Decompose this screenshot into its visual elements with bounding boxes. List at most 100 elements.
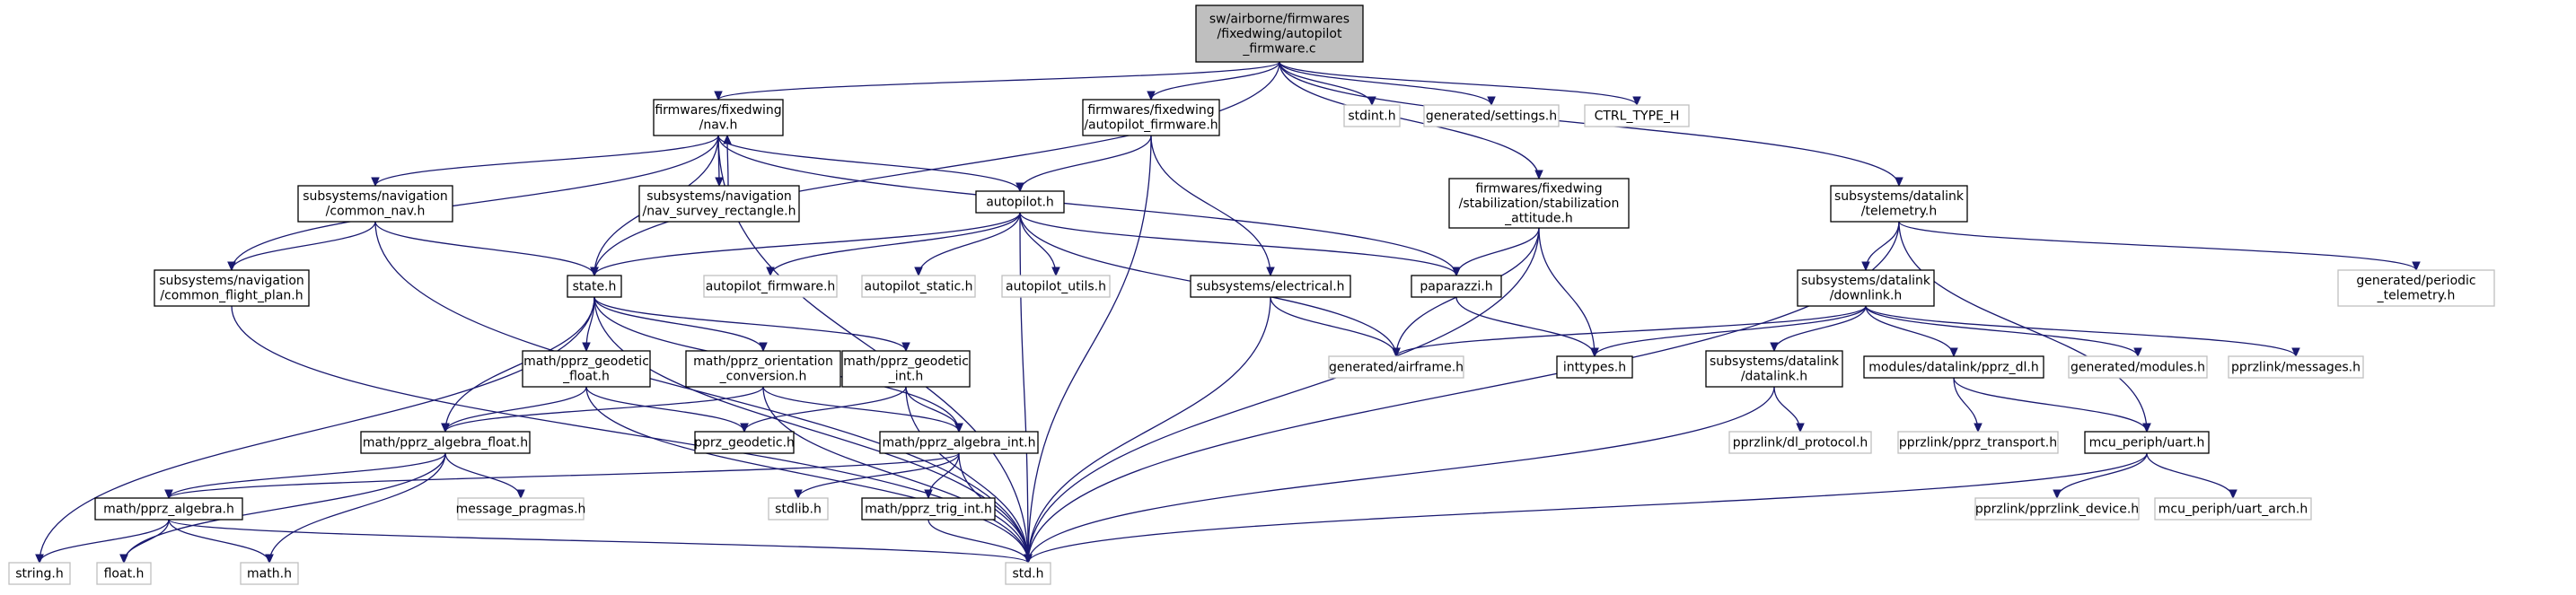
node-autopilot_h[interactable]: autopilot.h xyxy=(975,190,1065,214)
node-geo_int[interactable]: math/pprz_geodetic_int.h xyxy=(841,350,971,388)
node-float_h: float.h xyxy=(96,562,152,585)
node-label: stdlib.h xyxy=(775,502,822,516)
arrowhead-icon xyxy=(954,423,963,433)
node-label: stdint.h xyxy=(1348,109,1395,123)
edge-line xyxy=(374,221,595,276)
node-label: /fixedwing/autopilot xyxy=(1218,27,1342,41)
node-label: modules/datalink/pprz_dl.h xyxy=(1868,360,2038,374)
node-box xyxy=(1863,355,2044,379)
node-state_h[interactable]: state.h xyxy=(567,275,622,298)
edge-pprz_dl-to-uart xyxy=(1953,377,2151,433)
edge-line xyxy=(268,452,446,564)
node-common_nav[interactable]: subsystems/navigation/common_nav.h xyxy=(297,185,453,223)
arrowhead-icon xyxy=(794,489,803,500)
edge-line xyxy=(1953,377,2148,433)
node-downlink[interactable]: subsystems/datalink/downlink.h xyxy=(1797,269,1935,307)
node-label: subsystems/navigation xyxy=(159,274,304,288)
node-root[interactable]: sw/airborne/firmwares/fixedwing/autopilo… xyxy=(1195,4,1364,63)
edge-downlink-to-inttypes xyxy=(1590,305,1867,358)
node-trig_int[interactable]: math/pprz_trig_int.h xyxy=(861,497,996,521)
node-box xyxy=(861,497,996,521)
node-label: autopilot_firmware.h xyxy=(706,279,836,293)
node-label: firmwares/fixedwing xyxy=(1087,103,1214,118)
edge-pprz_algebra-to-float_h xyxy=(119,519,170,564)
node-box xyxy=(703,275,838,298)
arrowhead-icon xyxy=(35,554,44,564)
node-box xyxy=(1001,275,1111,298)
node-uart[interactable]: mcu_periph/uart.h xyxy=(2084,431,2210,454)
arrowhead-icon xyxy=(2412,261,2421,272)
node-stdlib: stdlib.h xyxy=(768,497,829,521)
edge-trig_int-to-std_h xyxy=(928,519,1033,564)
edge-line xyxy=(444,296,595,433)
node-box xyxy=(240,562,299,585)
node-gen_periodic: generated/periodic_telemetry.h xyxy=(2337,269,2495,307)
edge-line xyxy=(1150,135,1271,276)
edge-downlink-to-pprz_dl xyxy=(1865,305,1958,358)
node-label: string.h xyxy=(15,566,64,581)
edge-line xyxy=(168,452,446,499)
edge-alg_float-to-pprz_algebra xyxy=(164,452,446,500)
node-label: math/pprz_trig_int.h xyxy=(865,502,992,516)
edge-line xyxy=(2146,452,2234,499)
node-label: autopilot_utils.h xyxy=(1006,279,1106,293)
edge-line xyxy=(123,519,170,564)
node-std_h: std.h xyxy=(1005,562,1051,585)
edge-line xyxy=(593,212,1021,276)
edge-state_h-to-orient_conv xyxy=(593,296,768,353)
node-box xyxy=(1343,104,1401,127)
node-alg_float[interactable]: math/pprz_algebra_float.h xyxy=(360,431,531,454)
node-common_fp[interactable]: subsystems/navigation/common_flight_plan… xyxy=(154,269,310,307)
edge-common_nav-to-common_fp xyxy=(227,221,376,272)
edge-alg_float-to-msg_pragmas xyxy=(444,452,525,500)
node-nav_h[interactable]: firmwares/fixedwing/nav.h xyxy=(653,99,784,136)
node-label: sw/airborne/firmwares xyxy=(1209,12,1350,26)
node-alg_int[interactable]: math/pprz_algebra_int.h xyxy=(879,431,1039,454)
node-label: subsystems/datalink xyxy=(1801,274,1931,288)
node-electrical[interactable]: subsystems/electrical.h xyxy=(1190,275,1351,298)
node-label: /nav_survey_rectangle.h xyxy=(643,205,796,219)
edge-line xyxy=(444,452,522,499)
node-label: subsystems/electrical.h xyxy=(1196,279,1344,293)
arrowhead-icon xyxy=(901,342,910,353)
node-box xyxy=(694,431,795,454)
edge-line xyxy=(168,452,960,499)
node-paparazzi[interactable]: paparazzi.h xyxy=(1411,275,1502,298)
node-pprz_geodetic[interactable]: pprz_geodetic.h xyxy=(694,431,795,454)
node-label: pprzlink/dl_protocol.h xyxy=(1733,435,1868,450)
node-stab_att[interactable]: firmwares/fixedwing/stabilization/stabil… xyxy=(1448,178,1630,229)
node-orient_conv[interactable]: math/pprz_orientation_conversion.h xyxy=(685,350,841,388)
node-label: std.h xyxy=(1013,566,1044,581)
node-label: float.h xyxy=(104,566,145,581)
node-datalink_h[interactable]: subsystems/datalink/datalink.h xyxy=(1705,350,1843,388)
edge-line xyxy=(444,386,587,433)
arrowhead-icon xyxy=(714,91,723,101)
edge-line xyxy=(1019,212,1029,564)
arrowhead-icon xyxy=(1861,261,1870,272)
arrowhead-icon xyxy=(715,177,724,188)
edge-line xyxy=(168,519,270,564)
node-pprz_dl[interactable]: modules/datalink/pprz_dl.h xyxy=(1863,355,2044,379)
node-box xyxy=(1897,431,2059,454)
node-gen_modules: generated/modules.h xyxy=(2068,355,2208,379)
node-ap_fw_h[interactable]: firmwares/fixedwing/autopilot_firmware.h xyxy=(1082,99,1220,136)
node-telemetry[interactable]: subsystems/datalink/telemetry.h xyxy=(1830,185,1968,223)
node-nav_survey[interactable]: subsystems/navigation/nav_survey_rectang… xyxy=(638,185,800,223)
node-box xyxy=(96,562,152,585)
node-geo_float[interactable]: math/pprz_geodetic_float.h xyxy=(522,350,651,388)
edge-line xyxy=(1027,227,1540,564)
node-label: _firmware.c xyxy=(1242,41,1315,56)
node-ap_utils: autopilot_utils.h xyxy=(1001,275,1111,298)
node-label: inttypes.h xyxy=(1563,360,1626,374)
node-box xyxy=(1411,275,1502,298)
node-box xyxy=(457,497,585,521)
arrowhead-icon xyxy=(1487,96,1496,107)
edge-line xyxy=(769,212,1021,276)
node-pprz_algebra[interactable]: math/pprz_algebra.h xyxy=(94,497,243,521)
node-inttypes[interactable]: inttypes.h xyxy=(1556,355,1633,379)
edge-line xyxy=(593,296,907,352)
node-box xyxy=(861,275,976,298)
node-label: firmwares/fixedwing xyxy=(655,103,781,118)
edge-line xyxy=(717,135,1457,276)
edge-autopilot_h-to-state_h xyxy=(590,212,1021,277)
